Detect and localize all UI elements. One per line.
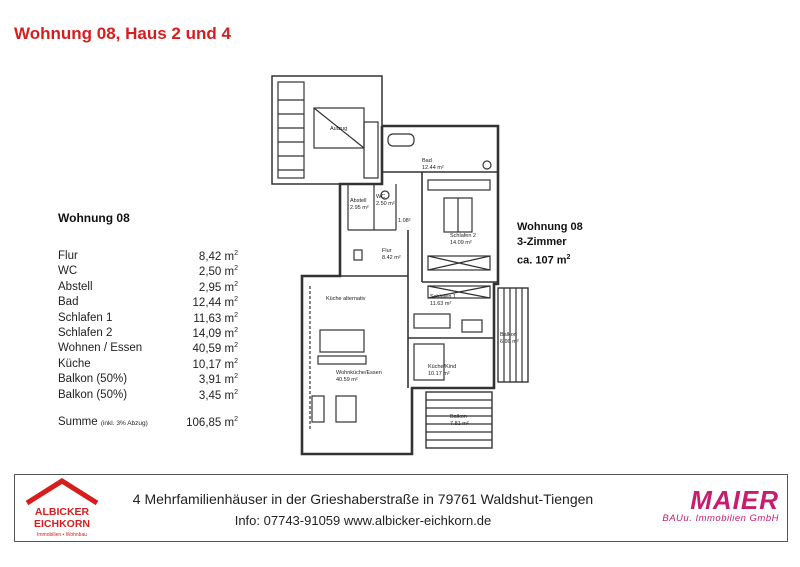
room-row: Flur 8,42 m2 <box>58 250 238 265</box>
room-area: 2,50 m2 <box>198 265 238 279</box>
unit-summary-rooms: 3-Zimmer <box>517 236 567 248</box>
room-row: Küche 10,17 m2 <box>58 358 238 373</box>
room-row: WC 2,50 m2 <box>58 265 238 280</box>
room-area: 3,45 m2 <box>198 388 238 402</box>
room-area: 40,59 m2 <box>192 342 238 356</box>
plan-label-bad-area: 12.44 m² <box>422 165 444 171</box>
room-area: 11,63 m2 <box>193 311 238 325</box>
total-note: (inkl. 3% Abzug) <box>100 420 148 427</box>
room-row: Schlafen 2 14,09 m2 <box>58 327 238 342</box>
plan-label-kuechekind: Küche/Kind <box>428 364 456 370</box>
room-name: Küche <box>58 357 91 370</box>
room-name: Balkon (50%) <box>58 388 128 401</box>
room-name: Flur <box>58 250 78 262</box>
plan-label-wc: WC <box>376 194 385 200</box>
logo-left-line2: EICHKORN <box>34 518 90 530</box>
unit-summary: Wohnung 08 3-Zimmer ca. 107 m2 <box>517 220 583 269</box>
footer-contact[interactable]: Info: 07743-91059 www.albicker-eichkorn.… <box>234 513 492 528</box>
room-row: Abstell 2,95 m2 <box>58 281 238 296</box>
plan-label-flur: Flur <box>382 248 392 254</box>
room-name: Wohnen / Essen <box>58 342 143 355</box>
plan-label-balkon-right-area: 6.90 m² <box>500 339 519 345</box>
total-value: 106,85 m2 <box>186 416 238 429</box>
room-row: Wohnen / Essen 40,59 m2 <box>58 342 238 357</box>
plan-label-wohnkueche: Wohnküche/Essen <box>336 370 382 376</box>
logo-left-line1: ALBICKER <box>35 506 90 518</box>
room-name: WC <box>58 265 78 278</box>
plan-label-abstell: Abstell <box>350 198 367 204</box>
room-row: Bad 12,44 m2 <box>58 296 238 311</box>
room-name: Schlafen 1 <box>58 311 113 324</box>
room-name: Bad <box>58 296 79 309</box>
room-area: 8,42 m2 <box>198 250 238 263</box>
roof-icon <box>25 478 99 506</box>
room-name: Abstell <box>58 280 93 293</box>
room-name: Schlafen 2 <box>58 326 113 339</box>
plan-label-balkon-bottom: Balkon <box>450 414 467 420</box>
unit-summary-area: ca. 107 m2 <box>517 254 571 267</box>
room-area: 10,17 m2 <box>192 357 238 371</box>
plan-label-bad: Bad <box>422 158 432 164</box>
logo-left-sub: Immobilien • Wohnbau <box>37 532 87 538</box>
maier-logo[interactable]: MAIER BAUu. Immobilien GmbH <box>647 487 779 524</box>
plan-label-schlafen2: Schlafen 2 <box>450 233 476 239</box>
plan-label-schlafen2-area: 14.09 m² <box>450 240 472 246</box>
plan-label-balkon-right: Balkon <box>500 332 517 338</box>
plan-label-small-area: 1.08² <box>398 218 411 224</box>
floor-plan: Aufzug Bad 12.44 m² Abstell 2.95 m² WC 2… <box>271 75 529 456</box>
total-label: Summe (inkl. 3% Abzug) <box>58 416 148 428</box>
room-area: 14,09 m2 <box>192 326 238 340</box>
plan-label-wc-area: 2.50 m² <box>376 201 395 207</box>
plan-label-wohnkueche-area: 40.59 m² <box>336 377 358 383</box>
plan-label-kuechekind-area: 10.17 m² <box>428 371 450 377</box>
footer-address: 4 Mehrfamilienhäuser in der Grieshaberst… <box>132 491 594 507</box>
unit-heading: Wohnung 08 <box>58 211 130 225</box>
plan-label-schlafen1: Schlafen 1 <box>430 294 456 300</box>
plan-label-flur-area: 8.42 m² <box>382 255 401 261</box>
unit-summary-name: Wohnung 08 <box>517 221 583 233</box>
plan-label-abstell-area: 2.95 m² <box>350 205 369 211</box>
albicker-eichkorn-logo[interactable]: ALBICKER EICHKORN Immobilien • Wohnbau <box>19 477 105 539</box>
room-row: Balkon (50%) 3,45 m2 <box>58 389 238 404</box>
plan-label-balkon-bottom-area: 7.81 m² <box>450 421 469 427</box>
room-area: 12,44 m2 <box>192 296 238 309</box>
plan-label-aufzug: Aufzug <box>330 126 347 132</box>
room-area: 2,95 m2 <box>198 280 238 294</box>
footer-banner: ALBICKER EICHKORN Immobilien • Wohnbau 4… <box>14 474 788 542</box>
page-title: Wohnung 08, Haus 2 und 4 <box>14 24 231 43</box>
room-row: Balkon (50%) 3,91 m2 <box>58 373 238 388</box>
room-name: Balkon (50%) <box>58 373 128 386</box>
room-area: 3,91 m2 <box>198 373 238 386</box>
plan-label-schlafen1-area: 11.63 m² <box>430 301 451 307</box>
maier-logo-sub: BAUu. Immobilien GmbH <box>662 513 779 524</box>
room-row: Schlafen 1 11,63 m2 <box>58 312 238 327</box>
plan-label-kueche-alt: Küche alternativ <box>326 296 366 302</box>
maier-logo-name: MAIER <box>690 485 779 515</box>
room-list: Flur 8,42 m2 WC 2,50 m2 Abstell 2,95 m2 Bad 12,… <box>58 250 238 404</box>
